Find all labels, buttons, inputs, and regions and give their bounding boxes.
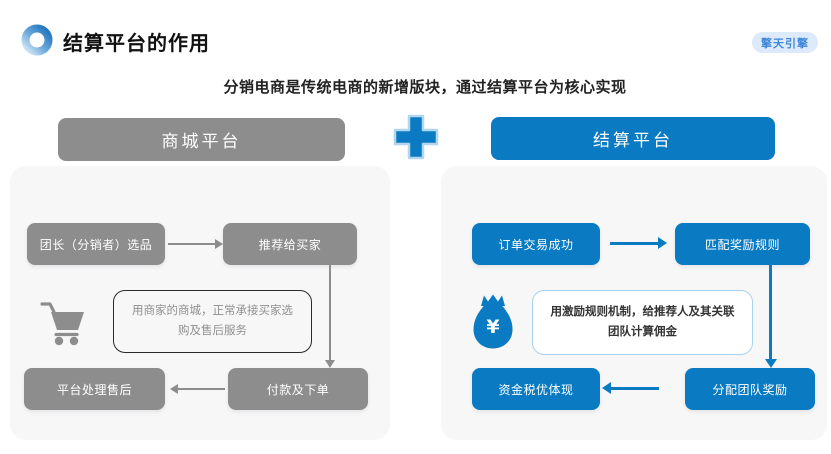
plus-icon xyxy=(393,114,439,160)
mall-step-pay-order: 付款及下单 xyxy=(228,368,368,410)
mall-step-aftersales: 平台处理售后 xyxy=(24,368,165,410)
settlement-step-withdraw: 资金税优体现 xyxy=(472,368,600,410)
mall-panel: 团长（分销者）选品 推荐给买家 用商家的商城，正常承接买家选购及售后服务 平台处… xyxy=(10,166,390,440)
page-title: 结算平台的作用 xyxy=(63,33,210,55)
money-bag-icon: ¥ xyxy=(470,292,516,350)
arrow-right-icon xyxy=(610,237,667,249)
settlement-step-distribute-rewards: 分配团队奖励 xyxy=(685,368,815,410)
yen-symbol: ¥ xyxy=(486,316,500,338)
mall-note: 用商家的商城，正常承接买家选购及售后服务 xyxy=(113,290,312,353)
ring-logo-icon xyxy=(21,24,53,56)
settlement-header: 结算平台 xyxy=(491,117,775,160)
arrow-down-icon xyxy=(325,265,335,368)
subtitle: 分销电商是传统电商的新增版块，通过结算平台为核心实现 xyxy=(223,79,627,96)
shopping-cart-icon xyxy=(40,302,84,346)
settlement-panel: 订单交易成功 匹配奖励规则 ¥ 用激励规则机制，给推荐人及其关联团队计算佣金 资… xyxy=(441,166,827,440)
settlement-step-order-success: 订单交易成功 xyxy=(472,223,600,265)
brand-badge: 擎天引擎 xyxy=(752,32,818,53)
arrow-left-icon xyxy=(602,382,659,394)
arrow-down-icon xyxy=(764,265,777,368)
mall-header: 商城平台 xyxy=(58,118,345,161)
settlement-step-match-rules: 匹配奖励规则 xyxy=(675,223,810,265)
mall-step-select-products: 团长（分销者）选品 xyxy=(27,223,165,265)
mall-step-recommend: 推荐给买家 xyxy=(223,223,357,265)
arrow-left-icon xyxy=(170,384,225,394)
settlement-note: 用激励规则机制，给推荐人及其关联团队计算佣金 xyxy=(532,290,753,355)
arrow-right-icon xyxy=(168,239,223,249)
